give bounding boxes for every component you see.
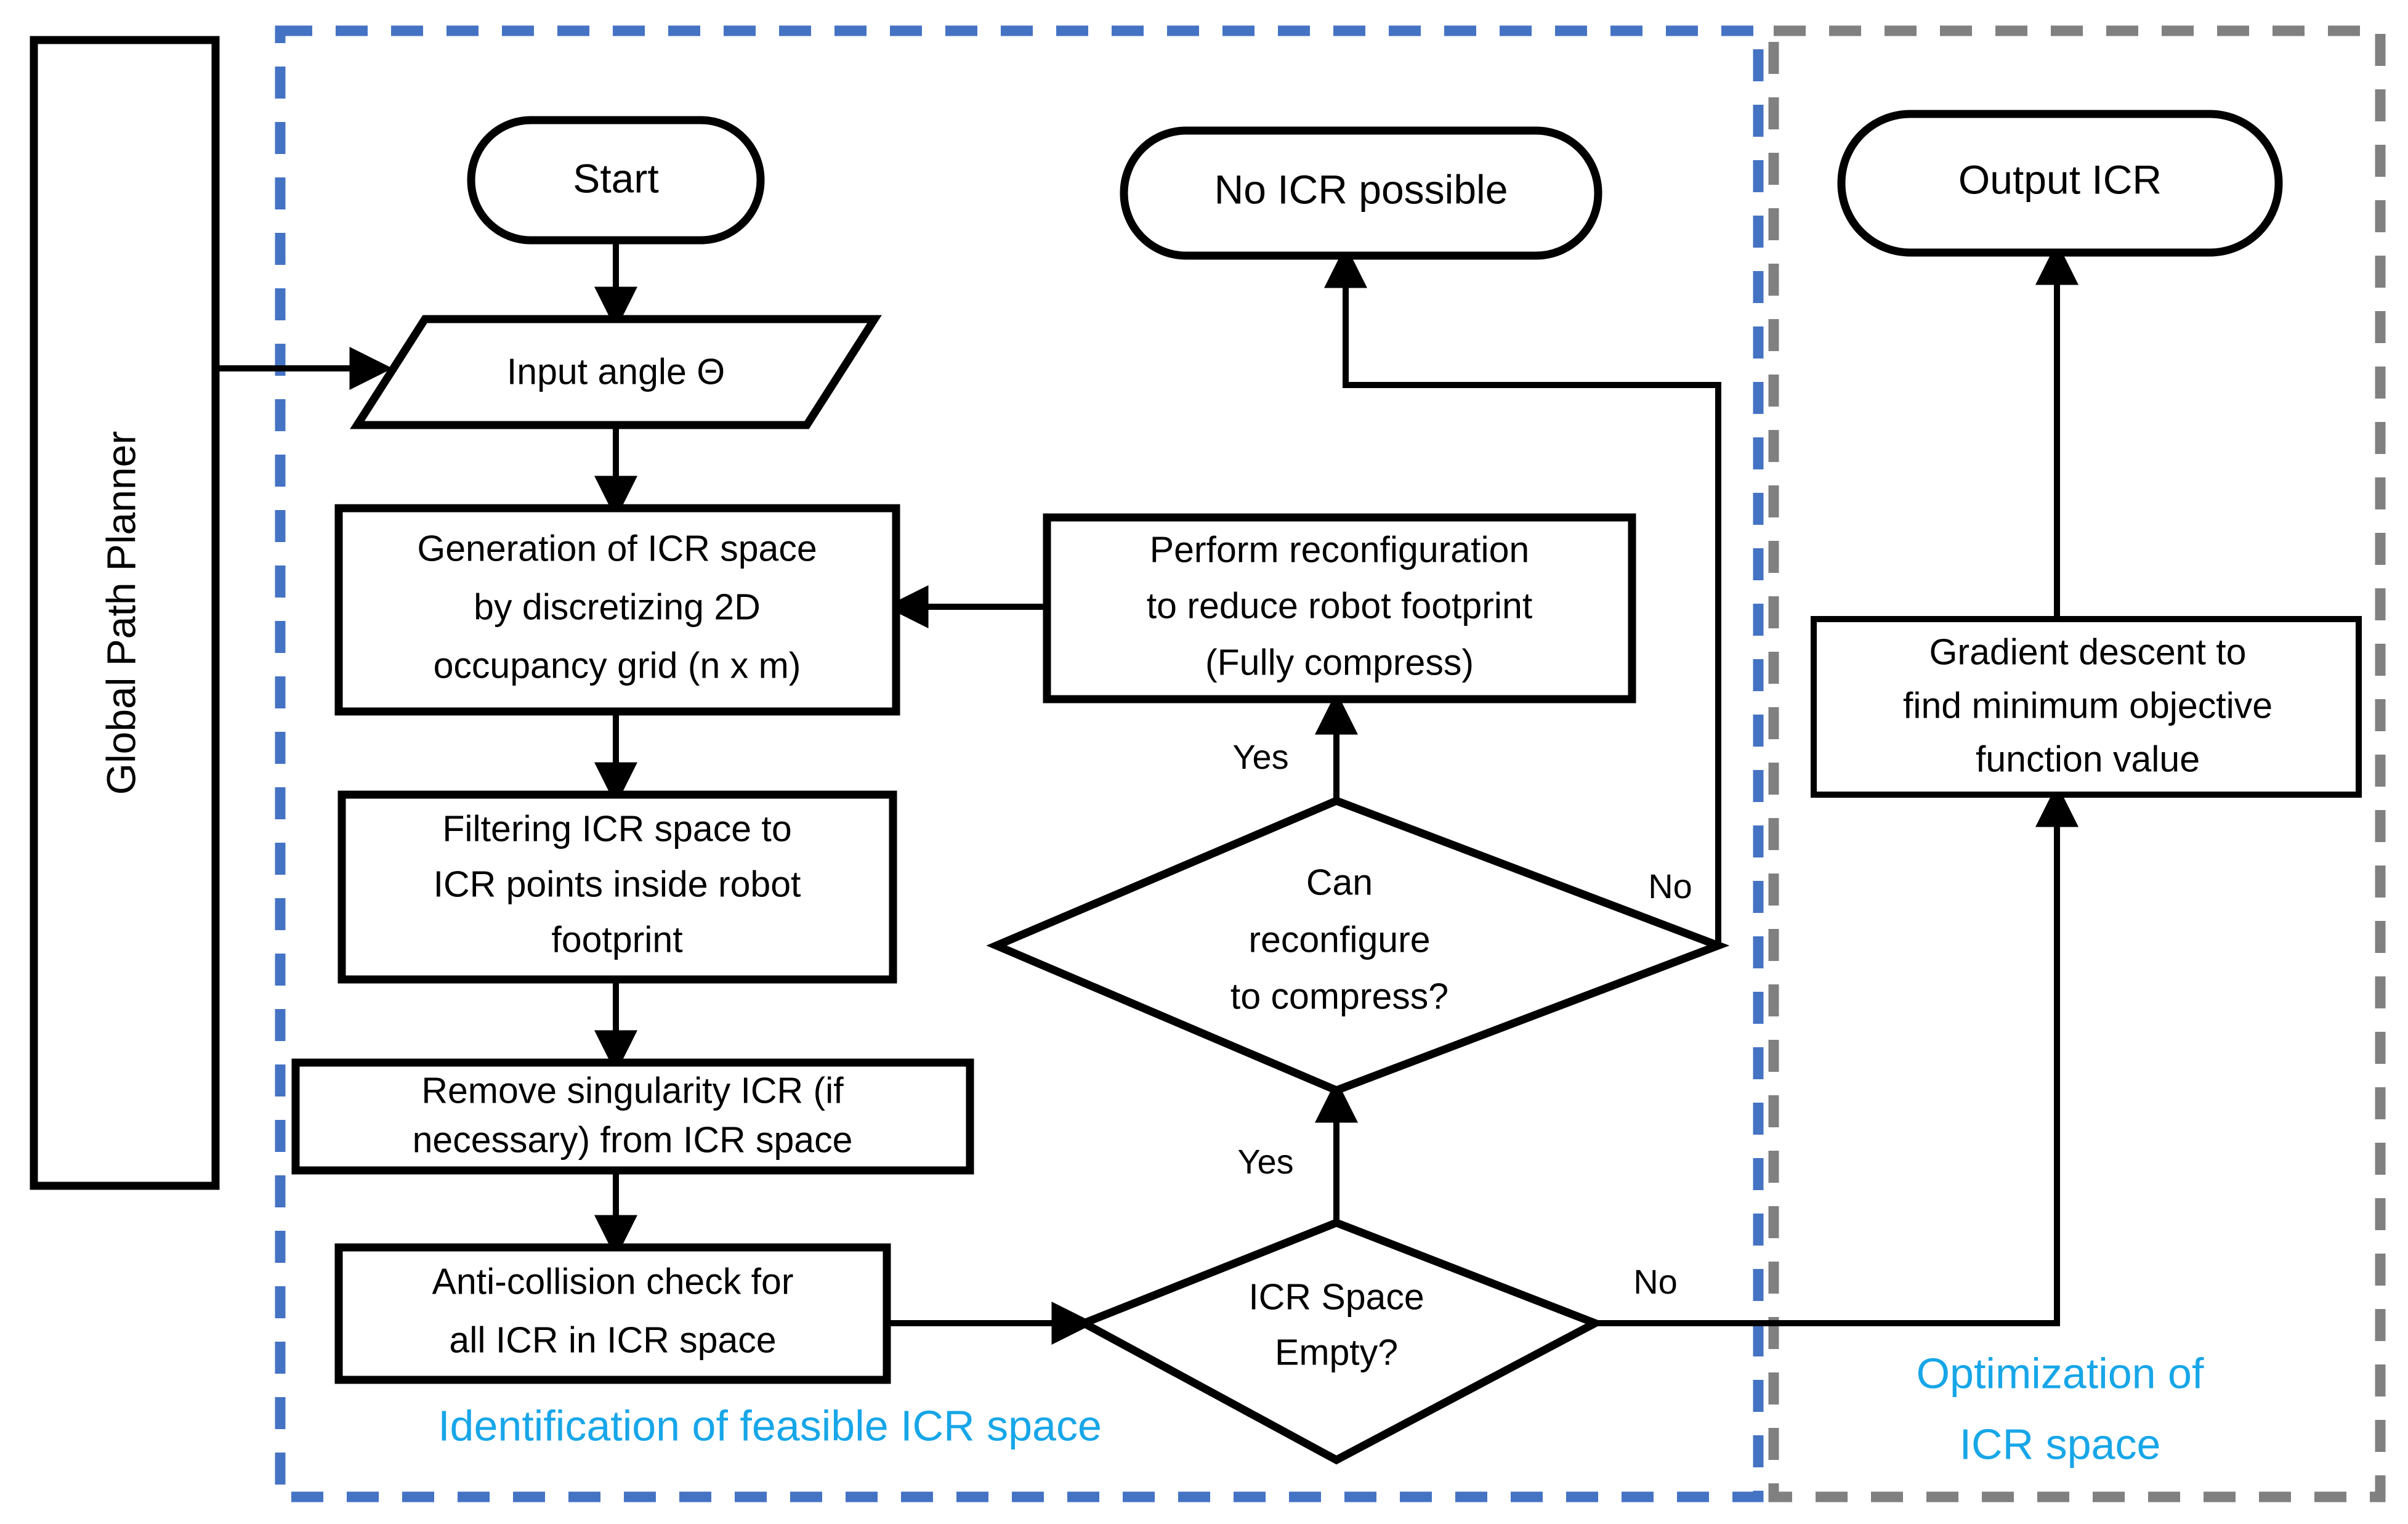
- region-border-identification: [275, 25, 1764, 1502]
- node-input-angle[interactable]: [350, 315, 882, 429]
- node-start-label: Start: [573, 155, 658, 201]
- region-label-optimization-line1: Optimization of: [1917, 1349, 2204, 1397]
- edge-label-reconfigure-no: No: [1648, 867, 1692, 906]
- node-filtering-line3: footprint: [551, 920, 682, 960]
- node-icr-space-empty[interactable]: [1074, 1218, 1605, 1465]
- region-label-optimization-line2: ICR space: [1960, 1420, 2161, 1468]
- node-can-reconfigure-line1: Can: [1306, 862, 1373, 903]
- node-anti-collision[interactable]: [334, 1243, 891, 1384]
- node-filtering-line2: ICR points inside robot: [434, 864, 801, 905]
- node-perform-reconfiguration-line3: (Fully compress): [1205, 642, 1474, 683]
- node-can-reconfigure[interactable]: [986, 796, 1730, 1095]
- node-anti-collision-line2: all ICR in ICR space: [449, 1320, 776, 1361]
- edge-label-empty-no: No: [1633, 1262, 1678, 1301]
- node-gradient-descent-line3: function value: [1976, 739, 2200, 780]
- node-input-angle-label: Input angle Θ: [507, 352, 725, 392]
- node-filtering-line1: Filtering ICR space to: [442, 809, 791, 849]
- node-global-path-planner[interactable]: [30, 36, 220, 1190]
- node-perform-reconfiguration[interactable]: [1043, 513, 1636, 703]
- node-gradient-descent[interactable]: [1811, 616, 2362, 798]
- node-no-icr-possible[interactable]: [1120, 126, 1602, 260]
- node-no-icr-possible-label: No ICR possible: [1214, 166, 1508, 212]
- node-output-icr-label: Output ICR: [1958, 156, 2162, 202]
- node-remove-singularity[interactable]: [291, 1058, 974, 1175]
- node-icr-space-empty-line2: Empty?: [1275, 1332, 1398, 1373]
- node-can-reconfigure-line3: to compress?: [1230, 976, 1448, 1017]
- node-remove-singularity-line2: necessary) from ICR space: [413, 1120, 853, 1161]
- edge-label-empty-yes: Yes: [1237, 1142, 1293, 1181]
- node-output-icr[interactable]: [1837, 110, 2283, 257]
- node-anti-collision-line1: Anti-collision check for: [432, 1262, 794, 1302]
- region-border-optimization: [1768, 25, 2386, 1502]
- node-generation-line2: by discretizing 2D: [474, 587, 761, 628]
- edge-label-reconfigure-yes: Yes: [1232, 737, 1288, 776]
- node-remove-singularity-line1: Remove singularity ICR (if: [421, 1071, 844, 1111]
- node-filtering[interactable]: [337, 790, 897, 984]
- edge-reconfigure-no-to-noicr: [1324, 245, 1721, 946]
- node-perform-reconfiguration-line1: Perform reconfiguration: [1150, 530, 1530, 570]
- node-can-reconfigure-line2: reconfigure: [1248, 920, 1430, 960]
- node-global-path-planner-label: Global Path Planner: [98, 431, 143, 795]
- node-gradient-descent-line1: Gradient descent to: [1929, 632, 2247, 673]
- node-generation-line3: occupancy grid (n x m): [434, 646, 801, 686]
- region-label-identification: Identification of feasible ICR space: [438, 1401, 1102, 1449]
- node-start[interactable]: [467, 116, 765, 245]
- node-gradient-descent-line2: find minimum objective: [1903, 686, 2273, 726]
- node-generation[interactable]: [334, 504, 900, 716]
- node-icr-space-empty-line1: ICR Space: [1248, 1277, 1424, 1318]
- node-perform-reconfiguration-line2: to reduce robot footprint: [1147, 586, 1532, 626]
- edge-empty-no-to-gradient: [1595, 784, 2079, 1326]
- node-generation-line1: Generation of ICR space: [417, 529, 817, 569]
